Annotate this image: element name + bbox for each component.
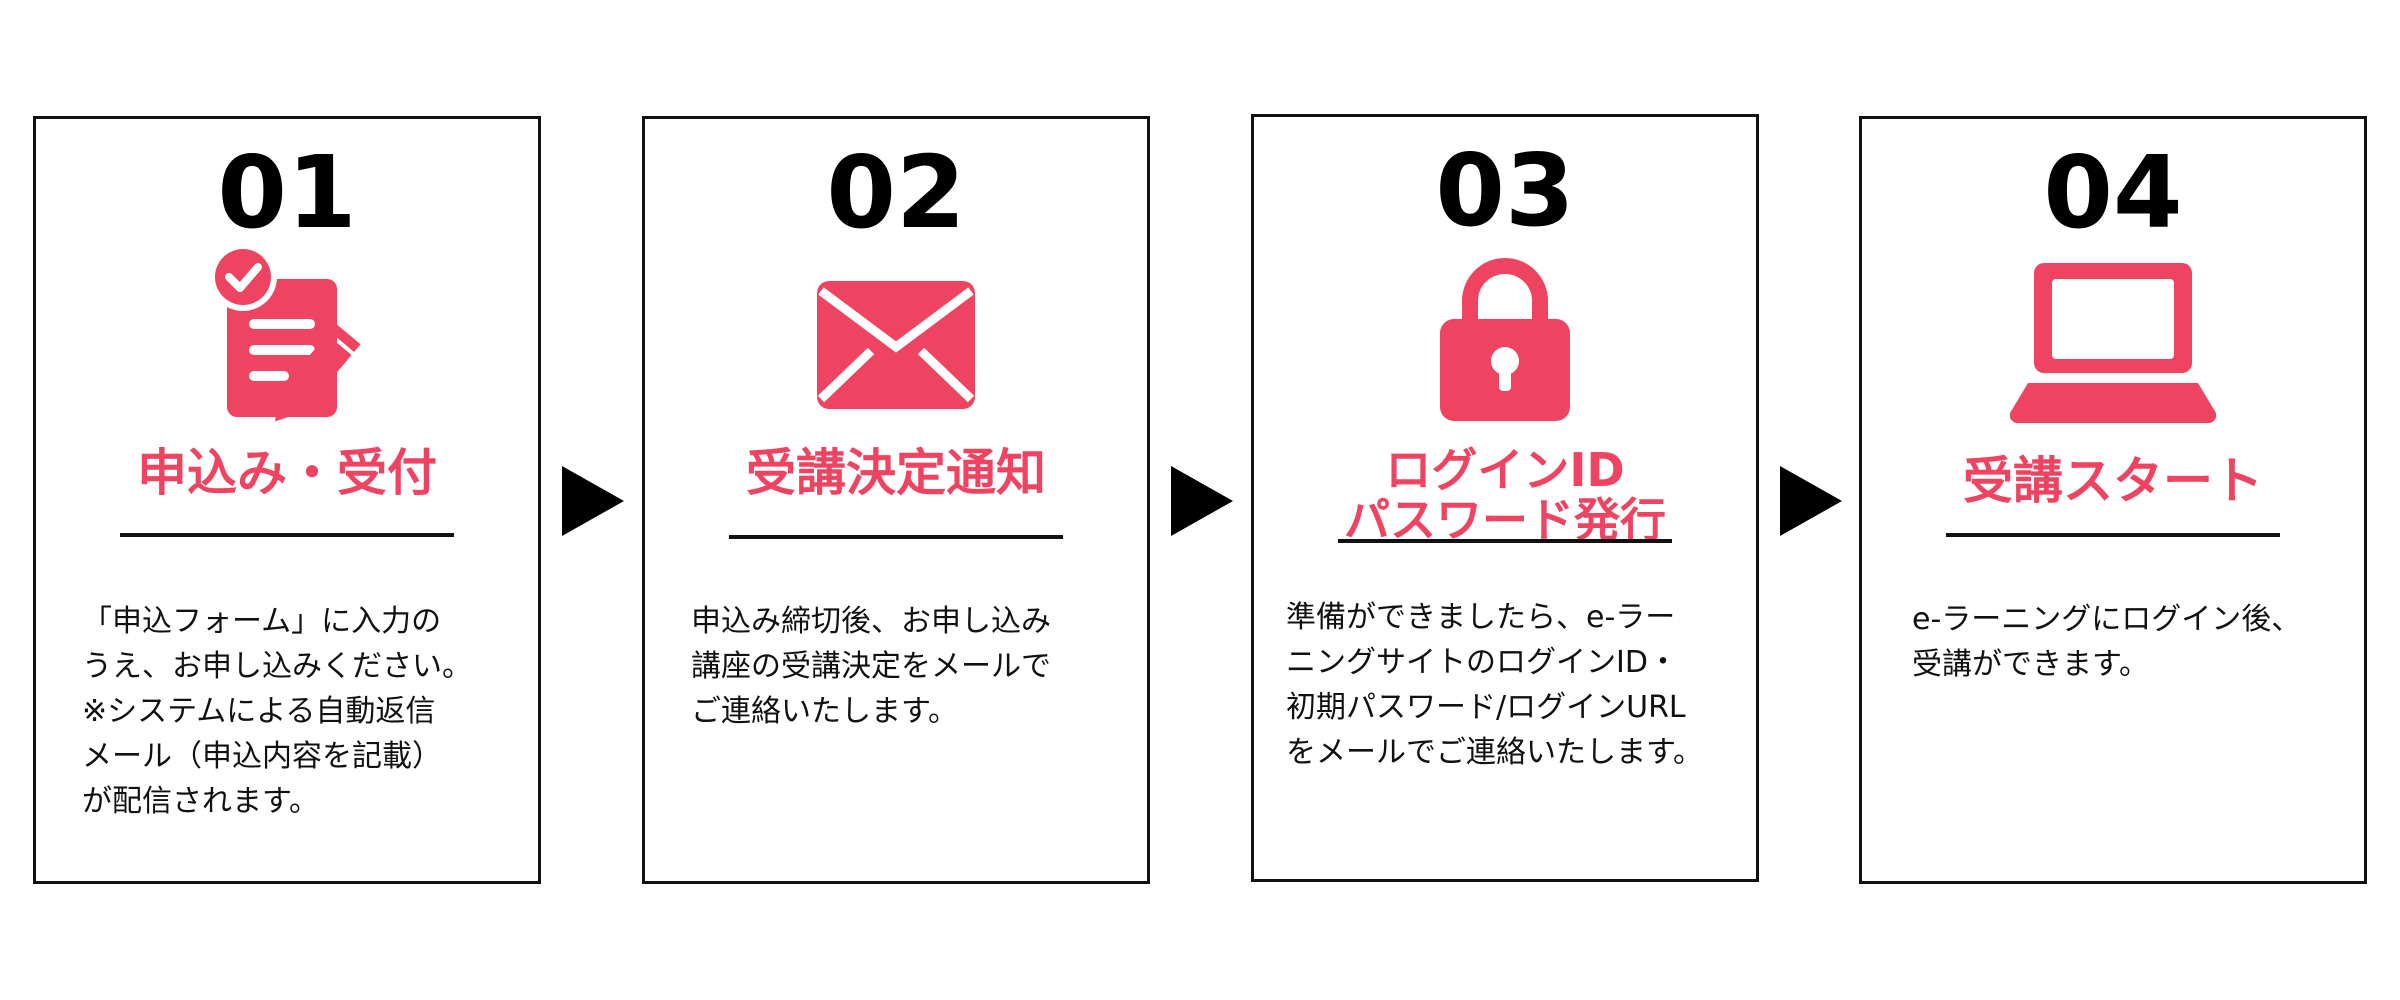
step-number: 01 bbox=[217, 134, 357, 251]
step-description: 準備ができましたら、e-ラー ニングサイトのログインID・ 初期パスワード/ログ… bbox=[1286, 600, 1703, 770]
step-title: 受講スタート bbox=[1963, 452, 2263, 510]
step-card-4: 04 受講スタート e-ラーニングにログイン後、 受講ができます。 bbox=[1859, 116, 2367, 884]
step-title: 受講決定通知 bbox=[746, 444, 1046, 502]
step-description: e-ラーニングにログイン後、 受講ができます。 bbox=[1912, 602, 2302, 682]
step-number: 04 bbox=[2043, 134, 2183, 251]
step-description: 申込み締切後、お申し込み 講座の受講決定をメールで ご連絡いたします。 bbox=[691, 604, 1051, 729]
title-underline bbox=[1946, 533, 2280, 537]
step-description: 「申込フォーム」に入力の うえ、お申し込みください。 ※システムによる自動返信 … bbox=[82, 604, 472, 819]
right-triangle-icon bbox=[1171, 466, 1233, 536]
title-underline bbox=[1338, 539, 1672, 543]
step-number: 02 bbox=[826, 134, 966, 251]
application-form-pencil-icon bbox=[205, 243, 369, 431]
right-triangle-icon bbox=[1780, 466, 1842, 536]
step-number: 03 bbox=[1435, 132, 1575, 249]
laptop-icon bbox=[2009, 263, 2217, 427]
envelope-icon bbox=[817, 281, 975, 413]
step-card-2: 02 受講決定通知 申込み締切後、お申し込み 講座の受講決定をメールで ご連絡い… bbox=[642, 116, 1150, 884]
padlock-icon bbox=[1440, 253, 1570, 425]
step-title: 申込み・受付 bbox=[137, 444, 437, 502]
title-underline bbox=[120, 533, 454, 537]
step-card-3: 03 ログインID パスワード発行 準備ができましたら、e-ラー ニングサイトの… bbox=[1251, 114, 1759, 882]
right-triangle-icon bbox=[562, 466, 624, 536]
title-underline bbox=[729, 535, 1063, 539]
step-card-1: 01 申込み・受付 「申込フォーム」に入力の うえ、お申し込みください。 ※シス… bbox=[33, 116, 541, 884]
step-title: ログインID パスワード発行 bbox=[1344, 443, 1666, 547]
